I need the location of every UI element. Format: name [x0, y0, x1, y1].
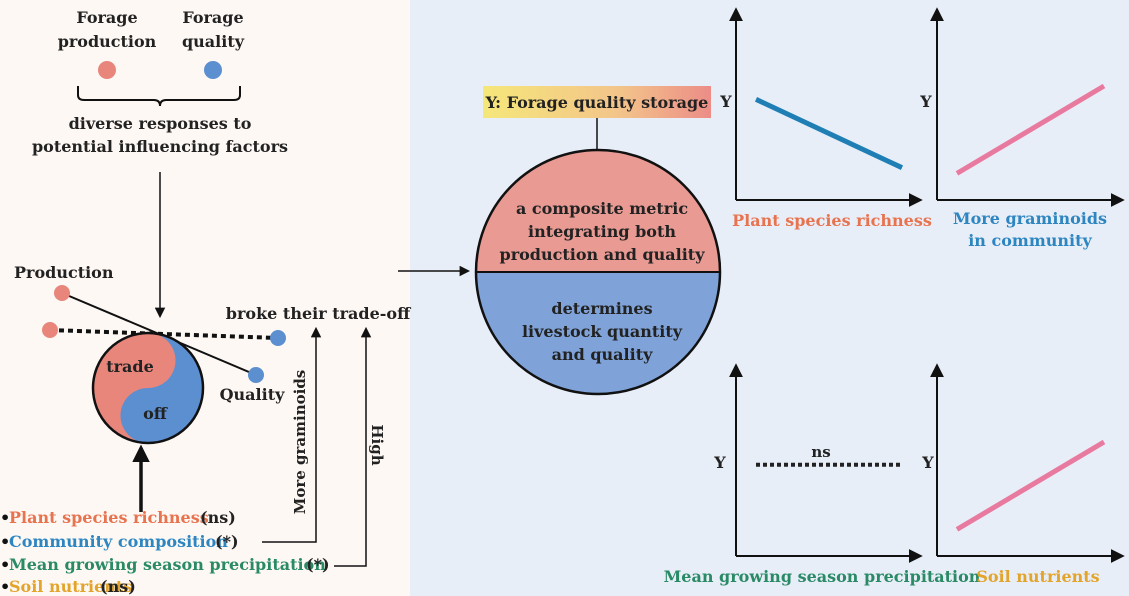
- more-graminoids-label: More graminoids: [291, 370, 309, 515]
- factor-item: •Plant species richness(ns): [0, 508, 236, 527]
- metric-top-line-3: production and quality: [500, 245, 706, 264]
- relationship-panel: Y More graminoids in community: [919, 7, 1125, 250]
- yang-label: off: [143, 404, 168, 423]
- legend-brace: [77, 86, 241, 107]
- yin-label: trade: [106, 357, 154, 376]
- production-label: Production: [14, 263, 114, 282]
- x-axis-label-2: in community: [968, 231, 1092, 250]
- production-point-icon: [54, 285, 70, 301]
- x-axis-label: Plant species richness: [732, 211, 932, 230]
- broke-tradeoff-label: broke their trade-off: [226, 304, 411, 323]
- trend-line: [754, 97, 904, 170]
- factor-name: Community composition: [9, 532, 228, 551]
- x-axis-label: Mean growing season precipitation: [664, 567, 981, 586]
- relationship-panel: Y Plant species richness: [719, 7, 932, 230]
- factor-significance: (ns): [200, 508, 236, 527]
- metric-bottom-line-1: determines: [551, 299, 652, 318]
- trend-line: [955, 439, 1106, 532]
- quality-legend-label-1: Forage: [182, 8, 243, 27]
- x-axis-label: Soil nutrients: [976, 567, 1099, 586]
- metric-top-line-2: integrating both: [528, 222, 676, 241]
- responses-line-2: potential influencing factors: [32, 137, 288, 156]
- factor-bullet: •: [0, 577, 10, 596]
- production-dot-icon: [98, 61, 116, 79]
- production-point-2-icon: [42, 322, 58, 338]
- factor-name: Plant species richness: [9, 508, 209, 527]
- production-legend-label-1: Forage: [76, 8, 137, 27]
- tradeoff-dotted-line: [49, 328, 279, 340]
- quality-point-2-icon: [270, 330, 286, 346]
- x-axis-label: More graminoids: [953, 209, 1107, 228]
- factor-name: Soil nutrients: [9, 577, 132, 596]
- high-label: High: [368, 424, 386, 465]
- quality-label: Quality: [220, 385, 285, 404]
- responses-line-1: diverse responses to: [69, 114, 252, 133]
- factor-bullet: •: [0, 555, 10, 574]
- ns-annotation: ns: [811, 443, 830, 461]
- production-legend-label-2: production: [58, 32, 157, 51]
- metric-bottom-line-3: and quality: [552, 345, 653, 364]
- metric-header-box: [483, 86, 711, 118]
- y-axis-label: Y: [713, 453, 726, 472]
- quality-point-icon: [248, 367, 264, 383]
- factor-item: •Soil nutrients(ns): [0, 577, 136, 596]
- composition-arrow: [262, 326, 322, 543]
- metric-header: Y: Forage quality storage: [485, 93, 709, 112]
- factor-significance: (*): [306, 555, 330, 574]
- y-axis-label: Y: [921, 453, 934, 472]
- factor-significance: (ns): [100, 577, 136, 596]
- y-axis-label: Y: [919, 92, 932, 111]
- yin-yang-icon: trade off: [91, 331, 205, 445]
- metric-top-line-1: a composite metric: [516, 199, 688, 218]
- factor-name: Mean growing season precipitation: [9, 555, 326, 574]
- factor-list: •Plant species richness(ns)•Community co…: [0, 508, 330, 596]
- precipitation-arrow: [334, 326, 372, 567]
- quality-dot-icon: [204, 61, 222, 79]
- quality-legend-label-2: quality: [182, 32, 245, 51]
- metric-bottom-line-2: livestock quantity: [522, 322, 683, 341]
- factor-bullet: •: [0, 508, 10, 527]
- factor-item: •Community composition(*): [0, 532, 239, 551]
- factor-bullet: •: [0, 532, 10, 551]
- relationship-panel: Y Soil nutrients: [921, 363, 1125, 586]
- y-axis-label: Y: [719, 92, 732, 111]
- factor-significance: (*): [215, 532, 239, 551]
- factor-item: •Mean growing season precipitation(*): [0, 555, 330, 574]
- trend-line: [955, 83, 1106, 176]
